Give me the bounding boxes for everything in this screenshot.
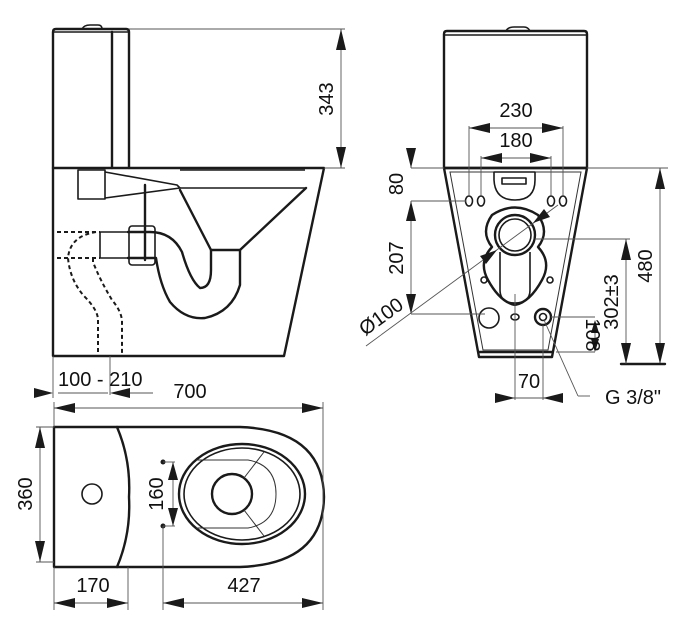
dim-label-supply-height: 108 bbox=[581, 318, 603, 351]
dim-label-seat-fixing: 160 bbox=[146, 477, 168, 510]
dim-480-302: 480 302±3 108 bbox=[535, 167, 668, 366]
dim-360: 360 bbox=[15, 426, 54, 563]
top-outline bbox=[52, 425, 326, 569]
dim-label-supply-offset: 70 bbox=[518, 371, 540, 393]
dim-80-207: 80 207 Ø100 bbox=[355, 148, 559, 347]
top-view: 700 360 160 170 bbox=[15, 381, 326, 610]
front-view: 230 180 80 207 Ø100 bbox=[355, 26, 668, 409]
dim-label-cistern-depth: 170 bbox=[76, 575, 109, 597]
front-bowl bbox=[442, 166, 589, 359]
dim-170: 170 bbox=[53, 567, 129, 610]
dim-343: 343 bbox=[129, 28, 346, 169]
dim-label-fixing-outer: 230 bbox=[499, 100, 532, 122]
dim-label-overall-length: 700 bbox=[173, 381, 206, 403]
dim-label-bowl-length: 427 bbox=[227, 575, 260, 597]
dim-label-overall-width: 360 bbox=[15, 477, 37, 510]
callout-supply-connection: G 3/8" bbox=[605, 387, 661, 409]
top-bowl bbox=[160, 442, 307, 546]
side-cistern bbox=[51, 24, 131, 170]
dim-230-180: 230 180 bbox=[468, 100, 564, 196]
dim-label-outlet-range: 100 - 210 bbox=[58, 369, 143, 391]
dim-427: 427 bbox=[163, 575, 323, 608]
side-bowl bbox=[51, 166, 326, 358]
dim-label-outlet-diameter: Ø100 bbox=[355, 294, 408, 341]
dim-label-fixing-height: 80 bbox=[386, 173, 408, 195]
dim-label-outlet-to-fixing: 207 bbox=[386, 241, 408, 274]
dim-160: 160 bbox=[146, 461, 178, 610]
dim-100-210: 100 - 210 bbox=[34, 356, 153, 398]
front-cistern bbox=[442, 26, 589, 170]
dim-label-cistern-height: 343 bbox=[316, 82, 338, 115]
dim-70-g38: 70 G 3/8" bbox=[495, 294, 661, 409]
dim-700: 700 bbox=[53, 381, 324, 610]
dim-label-fixing-inner: 180 bbox=[499, 130, 532, 152]
side-view: 343 100 - 210 bbox=[34, 24, 346, 398]
dim-label-outlet-height: 302±3 bbox=[601, 274, 623, 329]
side-outlet-dashed bbox=[57, 231, 123, 356]
dim-label-total-height: 480 bbox=[635, 249, 657, 282]
